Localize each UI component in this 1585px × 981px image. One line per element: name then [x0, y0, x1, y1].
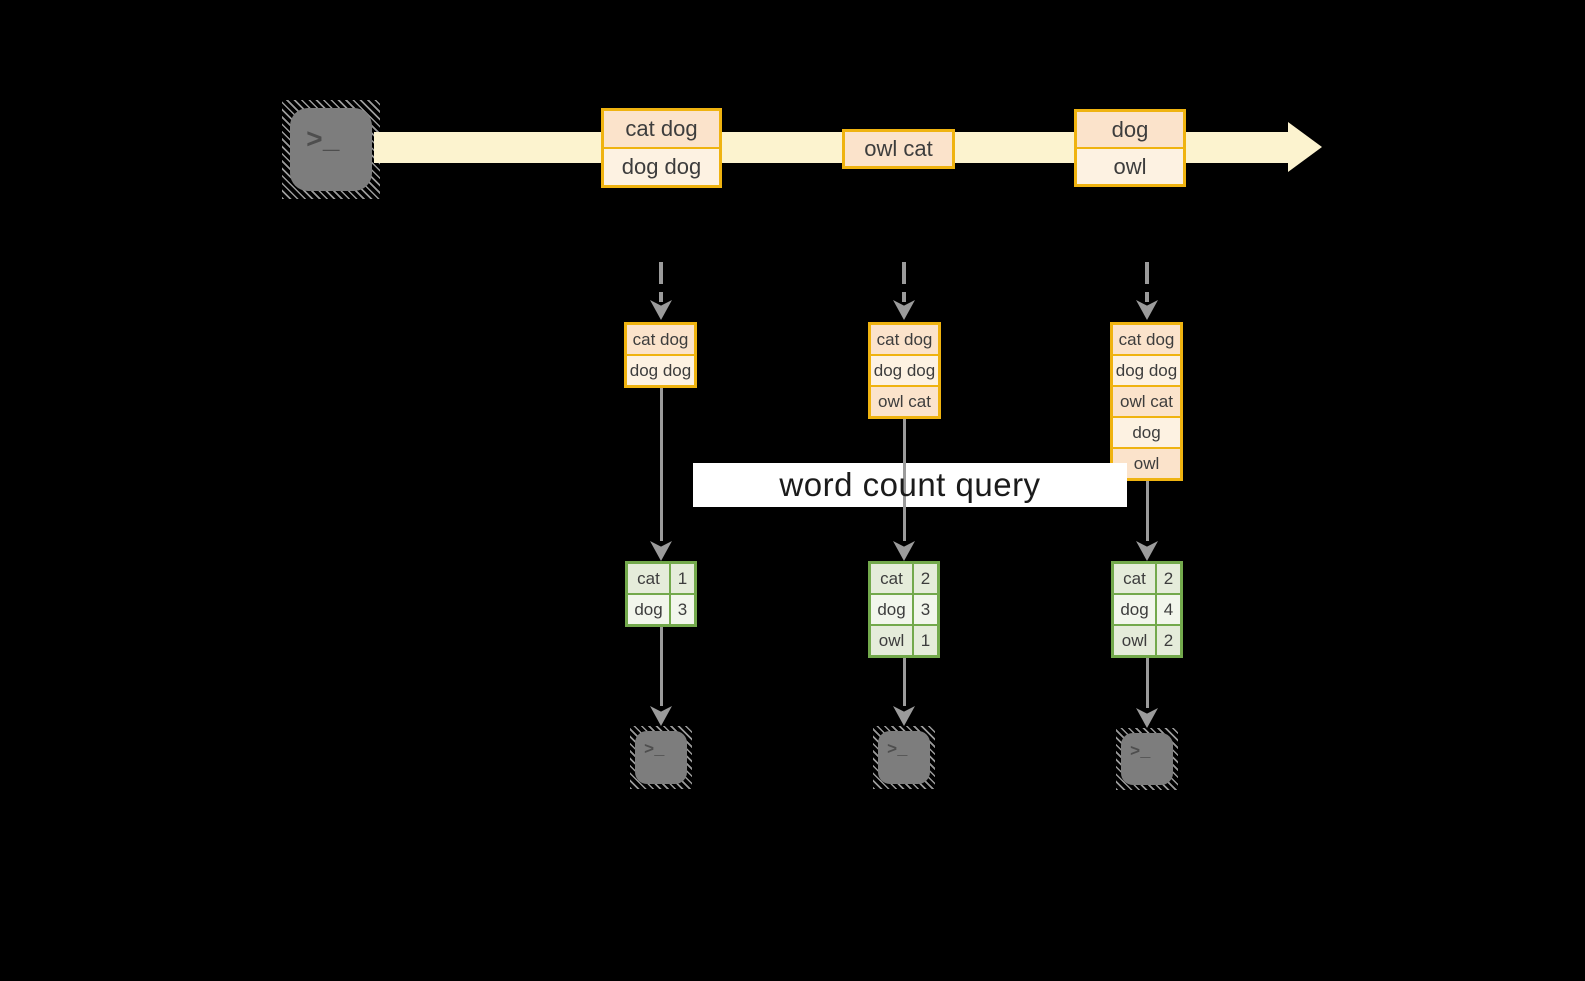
count-value: 1 [671, 564, 694, 593]
dashed-arrow [1145, 262, 1149, 302]
count-table-1: cat 1 dog 3 [625, 561, 697, 627]
stream-batch-1: cat dog dog dog [601, 108, 722, 188]
count-word: dog [1114, 595, 1155, 624]
prompt-glyph: >_ [306, 126, 340, 157]
dashed-arrow [902, 262, 906, 302]
prompt-glyph: >_ [887, 741, 908, 760]
count-row: dog 4 [1114, 595, 1180, 624]
prompt-glyph: >_ [644, 741, 665, 760]
count-row: owl 2 [1114, 626, 1180, 655]
count-row: cat 2 [1114, 564, 1180, 593]
state-record: cat dog [627, 325, 694, 354]
terminal-sink-icon-2: >_ [873, 726, 935, 789]
query-label: word count query [779, 466, 1041, 503]
count-row: dog 3 [871, 595, 937, 624]
count-word: dog [628, 595, 669, 624]
state-record: owl cat [871, 387, 938, 416]
terminal-source-icon: >_ [282, 100, 380, 199]
arrowhead-icon [1136, 708, 1158, 728]
state-box-3: cat dog dog dog owl cat dog owl [1110, 322, 1183, 481]
count-value: 2 [1157, 626, 1180, 655]
count-value: 3 [671, 595, 694, 624]
state-record: cat dog [871, 325, 938, 354]
count-value: 4 [1157, 595, 1180, 624]
arrowhead-icon [893, 706, 915, 726]
count-word: dog [871, 595, 912, 624]
count-value: 2 [1157, 564, 1180, 593]
arrow-line [660, 627, 663, 706]
terminal-screen: >_ [1121, 733, 1173, 785]
arrowhead-icon [893, 300, 915, 320]
state-box-2: cat dog dog dog owl cat [868, 322, 941, 419]
arrowhead-icon [650, 706, 672, 726]
count-value: 2 [914, 564, 937, 593]
stream-batch-2: owl cat [842, 129, 955, 169]
count-row: cat 1 [628, 564, 694, 593]
query-label-band [693, 463, 1127, 507]
stream-record: cat dog [604, 111, 719, 147]
arrowhead-icon [1136, 541, 1158, 561]
stream-record: dog dog [604, 149, 719, 185]
state-record: cat dog [1113, 325, 1180, 354]
state-record: dog [1113, 418, 1180, 447]
terminal-sink-icon-3: >_ [1116, 728, 1178, 790]
arrowhead-icon [1136, 300, 1158, 320]
arrow-line [903, 658, 906, 706]
state-record: dog dog [627, 356, 694, 385]
arrow-line [903, 419, 906, 541]
count-word: cat [628, 564, 669, 593]
count-value: 1 [914, 626, 937, 655]
count-table-2: cat 2 dog 3 owl 1 [868, 561, 940, 658]
prompt-glyph: >_ [1130, 743, 1151, 762]
dashed-arrow [659, 262, 663, 302]
terminal-screen: >_ [290, 108, 372, 191]
stream-record: owl cat [845, 132, 952, 166]
count-word: owl [1114, 626, 1155, 655]
state-record: owl cat [1113, 387, 1180, 416]
count-table-3: cat 2 dog 4 owl 2 [1111, 561, 1183, 658]
arrow-line [1146, 658, 1149, 708]
arrowhead-icon [650, 541, 672, 561]
state-record: dog dog [871, 356, 938, 385]
stream-batch-3: dog owl [1074, 109, 1186, 187]
state-box-1: cat dog dog dog [624, 322, 697, 388]
stream-record: owl [1077, 149, 1183, 184]
count-row: cat 2 [871, 564, 937, 593]
stream-record: dog [1077, 112, 1183, 147]
count-row: dog 3 [628, 595, 694, 624]
state-record: dog dog [1113, 356, 1180, 385]
count-value: 3 [914, 595, 937, 624]
terminal-screen: >_ [635, 731, 687, 784]
arrowhead-icon [650, 300, 672, 320]
arrowhead-icon [893, 541, 915, 561]
stream-arrowhead-icon [1288, 122, 1322, 172]
count-row: owl 1 [871, 626, 937, 655]
arrow-line [1146, 481, 1149, 541]
terminal-screen: >_ [878, 731, 930, 784]
count-word: cat [1114, 564, 1155, 593]
count-word: owl [871, 626, 912, 655]
arrow-line [660, 388, 663, 541]
terminal-sink-icon-1: >_ [630, 726, 692, 789]
count-word: cat [871, 564, 912, 593]
